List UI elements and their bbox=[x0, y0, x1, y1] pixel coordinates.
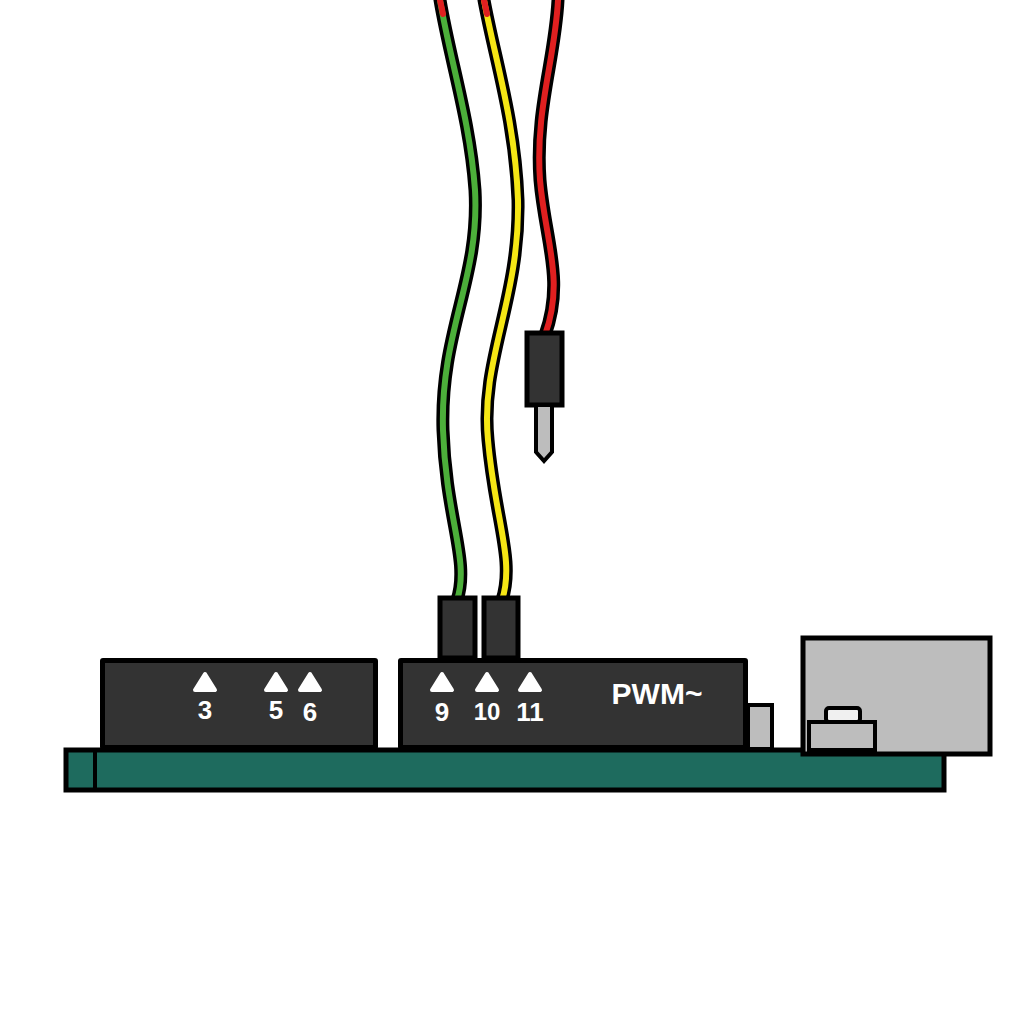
plug bbox=[440, 598, 475, 658]
pwm-markers bbox=[403, 663, 753, 755]
pwm-markers bbox=[105, 663, 383, 755]
pin-number: 3 bbox=[198, 697, 212, 723]
plug bbox=[527, 333, 562, 405]
pin-number: 6 bbox=[303, 699, 317, 725]
jumper-wires bbox=[440, 0, 558, 600]
pin-header: 3 56 bbox=[100, 658, 378, 750]
pin-number: 11 bbox=[516, 699, 544, 725]
pin bbox=[536, 405, 552, 461]
small-component bbox=[748, 705, 772, 749]
usb-port bbox=[803, 638, 990, 754]
plug bbox=[484, 598, 518, 658]
pin-number: 9 bbox=[435, 699, 449, 725]
pin-header: 9 10 11 PWM~ bbox=[398, 658, 748, 750]
pin-number: 5 bbox=[269, 697, 283, 723]
pin-number: 10 bbox=[474, 700, 501, 724]
pwm-label: PWM~ bbox=[612, 679, 703, 709]
